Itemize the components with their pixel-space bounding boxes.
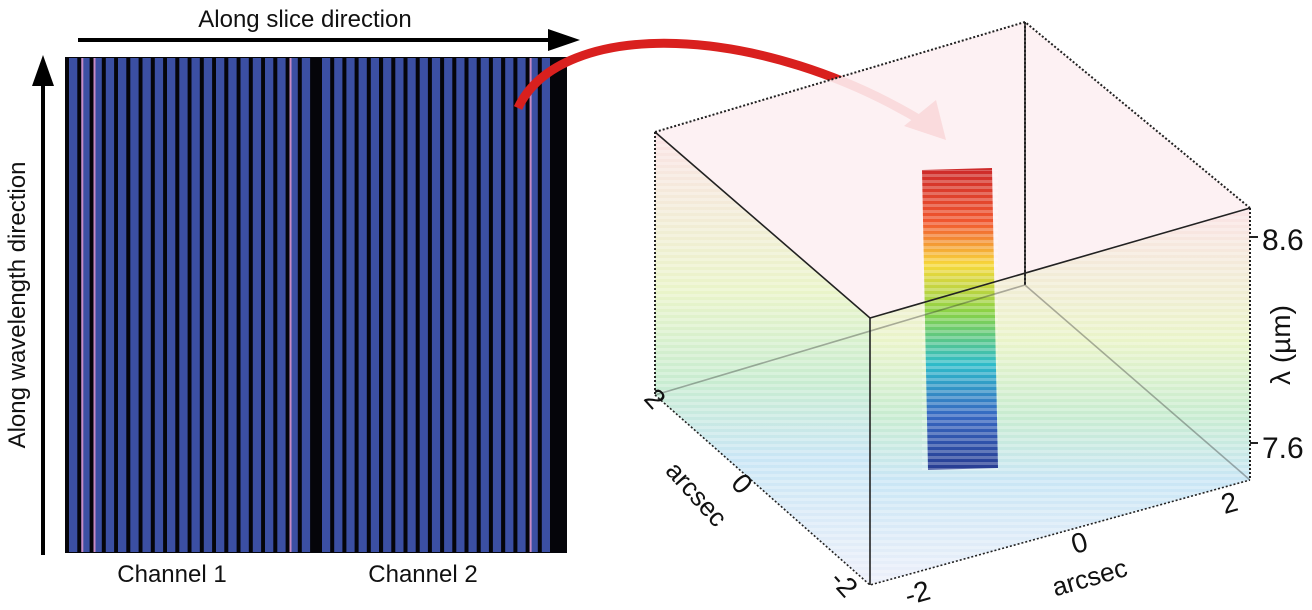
- detector-slice: [289, 58, 298, 552]
- lambda-tick-top: 8.6: [1262, 224, 1304, 257]
- slice-direction-label: Along slice direction: [198, 6, 411, 33]
- detector-slice: [142, 58, 151, 552]
- detector-slice: [277, 58, 286, 552]
- detector-slice: [383, 58, 392, 552]
- detector-slice: [346, 58, 355, 552]
- bottom-axis-tick-right: 2: [1218, 486, 1242, 520]
- detector-slice: [322, 58, 331, 552]
- detector-slice: [118, 58, 127, 552]
- left-axis-tick-mid: 0: [725, 467, 758, 499]
- detector-slice: [529, 58, 538, 552]
- detector-slice: [505, 58, 514, 552]
- channel-1-slices: [69, 58, 311, 552]
- bottom-axis-tick-left: -2: [901, 575, 933, 610]
- slice-highlight-line: [93, 58, 96, 552]
- detector-slice: [130, 58, 139, 552]
- detector-slice: [216, 58, 225, 552]
- channel-1-label: Channel 1: [117, 561, 226, 588]
- bottom-axis-label: arcsec: [1049, 552, 1131, 602]
- detector-slice: [179, 58, 188, 552]
- channel-2-label: Channel 2: [368, 561, 477, 588]
- detector-slice: [541, 58, 550, 552]
- detector-slice: [517, 58, 526, 552]
- detector-slice: [492, 58, 502, 552]
- detector-slice: [191, 58, 200, 552]
- lambda-tick-bottom: 7.6: [1262, 432, 1304, 465]
- detector-slice: [69, 58, 78, 552]
- lambda-axis-label: λ (µm): [1265, 305, 1296, 385]
- channel-2-slices: [322, 58, 550, 552]
- detector-slice: [228, 58, 237, 552]
- bottom-axis-tick-mid: 0: [1068, 526, 1092, 560]
- detector-slice: [456, 58, 465, 552]
- detector-slice: [358, 58, 367, 552]
- detector-slice: [252, 58, 262, 552]
- wavelength-direction-label: Along wavelength direction: [4, 162, 31, 449]
- detector-slice: [203, 58, 213, 552]
- detector-slice: [407, 58, 416, 552]
- detector-slice: [265, 58, 274, 552]
- detector-slice: [93, 58, 102, 552]
- detector-slice: [240, 58, 249, 552]
- cube-edges: [654, 20, 1251, 480]
- wavelength-direction-arrow: [32, 55, 54, 555]
- detector-slice: [370, 58, 379, 552]
- detector-slice: [154, 58, 164, 552]
- detector-slice: [431, 58, 441, 552]
- slice-direction-arrow: [78, 29, 580, 51]
- detector-slice: [480, 58, 489, 552]
- slice-highlight-line: [81, 58, 84, 552]
- detector-slice: [395, 58, 404, 552]
- detector-slice: [301, 58, 311, 552]
- detector-panel: [65, 57, 567, 553]
- left-axis-label: arcsec: [660, 455, 734, 532]
- detector-slice: [81, 58, 90, 552]
- detector-slice: [419, 58, 428, 552]
- detector-slice: [468, 58, 477, 552]
- detector-slice: [334, 58, 343, 552]
- slice-highlight-line: [529, 58, 532, 552]
- detector-background: [65, 57, 567, 553]
- detector-slice: [167, 58, 176, 552]
- detector-slice: [444, 58, 453, 552]
- slice-highlight-line: [289, 58, 292, 552]
- data-cube: [654, 20, 1258, 586]
- detector-slice: [105, 58, 115, 552]
